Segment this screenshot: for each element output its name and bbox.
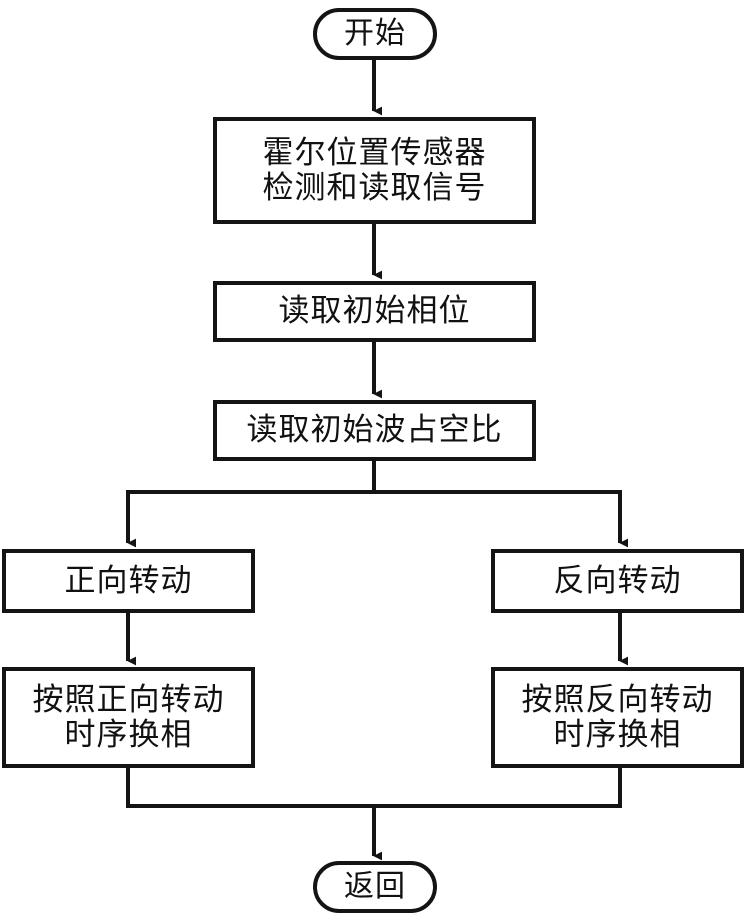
- node-return-shape: [313, 861, 437, 913]
- node-read-initial-phase-shape: [213, 281, 536, 342]
- node-reverse-rotation-shape: [491, 549, 744, 613]
- node-hall-sensor-read-shape: [213, 117, 536, 224]
- node-start-shape: [313, 8, 437, 60]
- node-read-initial-duty-shape: [213, 400, 536, 461]
- node-forward-commutation-shape: [2, 667, 255, 768]
- node-reverse-commutation-shape: [491, 667, 744, 768]
- node-forward-rotation-shape: [2, 549, 255, 613]
